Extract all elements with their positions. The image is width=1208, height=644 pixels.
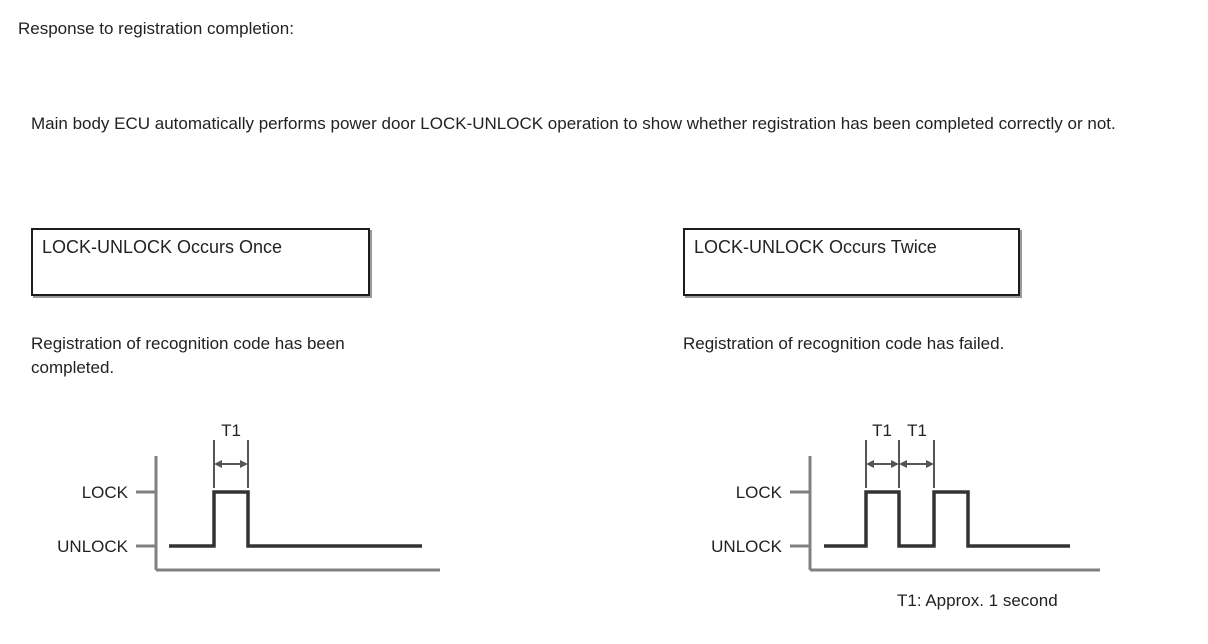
- timing-chart-svg-once: LOCK UNLOCK T1: [57, 421, 440, 572]
- y-tick-label-unlock: UNLOCK: [711, 537, 783, 556]
- intro-body-text: Main body ECU automatically performs pow…: [31, 114, 1116, 133]
- callout-box-lock-unlock-once: LOCK-UNLOCK Occurs Once: [31, 228, 370, 296]
- footnote-t1-definition: T1: Approx. 1 second: [897, 591, 1058, 610]
- dimension-arrow-head-2-left: [899, 460, 907, 468]
- dimension-label-t1-second: T1: [907, 421, 927, 440]
- timing-diagram-twice: LOCK UNLOCK T1 T1: [652, 418, 1208, 593]
- waveform-signal-line: [824, 490, 1070, 548]
- dimension-label-t1-first: T1: [872, 421, 892, 440]
- dimension-arrow-head-1-right: [891, 460, 899, 468]
- case-caption-success: Registration of recognition code has bee…: [31, 334, 345, 377]
- y-tick-label-lock: LOCK: [736, 483, 783, 502]
- callout-box-lock-unlock-twice: LOCK-UNLOCK Occurs Twice: [683, 228, 1020, 296]
- dimension-arrow-head-1-left: [866, 460, 874, 468]
- waveform-signal-line: [169, 490, 422, 548]
- dimension-arrow-head-right: [240, 460, 248, 468]
- y-tick-label-lock: LOCK: [82, 483, 129, 502]
- callout-box-label: LOCK-UNLOCK Occurs Twice: [694, 237, 937, 257]
- dimension-label-t1: T1: [221, 421, 241, 440]
- dimension-arrow-head-left: [214, 460, 222, 468]
- y-tick-label-unlock: UNLOCK: [57, 537, 129, 556]
- callout-box-label: LOCK-UNLOCK Occurs Once: [42, 237, 283, 257]
- dimension-arrow-head-2-right: [926, 460, 934, 468]
- intro-heading: Response to registration completion:: [18, 19, 294, 38]
- timing-chart-svg-twice: LOCK UNLOCK T1 T1: [711, 421, 1100, 572]
- timing-diagram-once: LOCK UNLOCK T1: [0, 418, 604, 593]
- case-caption-failure: Registration of recognition code has fai…: [683, 334, 1005, 353]
